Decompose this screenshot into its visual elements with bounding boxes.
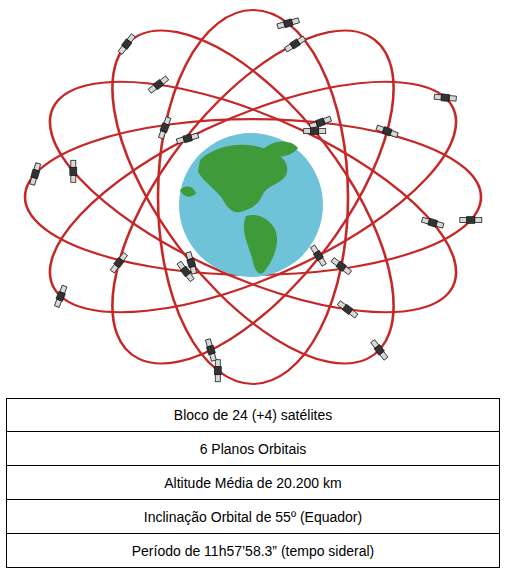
table-cell: Inclinação Orbital de 55º (Equador) [6,500,500,534]
satellite-icon [370,339,389,361]
satellite-icon [148,75,170,94]
satellite-icon [337,300,359,319]
satellite-icon [157,116,171,139]
earth-globe [179,133,323,277]
satellite-icon [284,35,306,53]
table-cell: Bloco de 24 (+4) satélites [6,398,500,432]
satellite-icon [310,244,328,266]
table-cell: Período de 11h57’58.3” (tempo sideral) [6,534,500,568]
satellite-icon [109,252,128,274]
satellite-icon [460,217,482,224]
satellite-icon [304,128,326,135]
satellite-icon [53,285,67,308]
table-cell: 6 Planos Orbitais [6,432,500,466]
satellite-icon [330,257,352,276]
gps-constellation [0,0,507,398]
table-cell: Altitude Média de 20.200 km [6,466,500,500]
satellite-icon [185,251,198,274]
satellite-icon [29,162,42,185]
satellite-icon [117,33,136,55]
info-table: Bloco de 24 (+4) satélites6 Planos Orbit… [6,398,500,568]
satellite-icon [434,93,457,102]
satellite-icon [277,17,300,30]
orbit-rings [8,0,498,398]
satellite-icon [205,338,218,361]
satellite-icon [70,160,77,182]
satellite-icon [176,132,199,145]
satellite-icon [214,360,221,382]
satellites [29,17,482,382]
satellite-icon [421,216,444,229]
satellite-icon [376,124,399,138]
